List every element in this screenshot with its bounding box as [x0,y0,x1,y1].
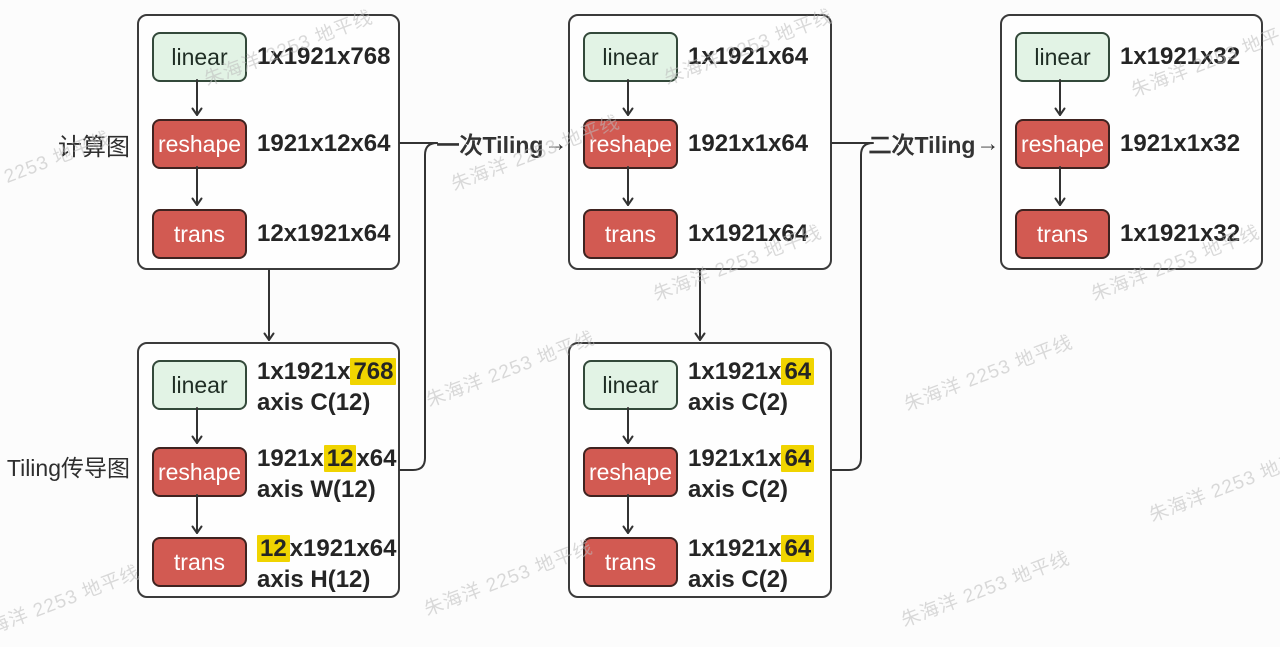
op-node-reshape: reshape [152,447,247,497]
compute-graph-box-first-tiling: linear 1x1921x64 reshape 1921x1x64 trans… [568,14,832,270]
first-tiling-text: 一次Tiling [436,132,544,158]
second-tiling-connector-label: 二次Tiling→ [868,129,1000,159]
watermark: 朱海洋 2253 地平线 [1146,443,1280,527]
tensor-shape-text: 1921x12x64 [257,130,391,157]
op-node-linear: linear [1015,32,1110,82]
tiling-graph-label: Tiling传导图 [6,455,130,481]
op-node-linear: linear [583,360,678,410]
compute-graph-box-original: linear 1x1921x768 reshape 1921x12x64 tra… [137,14,400,270]
op-node-reshape: reshape [152,119,247,169]
tensor-shape-text: 1x1921x32 [1120,43,1241,70]
axis-line: axis W(12) [257,476,376,503]
tensor-shape-text: 1x1921x768 [257,43,391,70]
tensor-shape-text: 1921x1x64 [688,130,809,157]
watermark: 朱海洋 2253 地平线 [0,562,143,646]
axis-line: axis H(12) [257,566,371,593]
tensor-shape-text: 1x1921x32 [1120,220,1241,247]
op-node-trans: trans [152,537,247,587]
highlighted-dim: 12 [323,445,357,472]
compute-graph-box-second-tiling: linear 1x1921x32 reshape 1921x1x32 trans… [1000,14,1263,270]
axis-line: axis C(12) [257,389,371,416]
watermark: 朱海洋 2253 地平线 [901,332,1076,416]
op-node-linear: linear [152,32,247,82]
op-node-trans: trans [1015,209,1110,259]
watermark: 朱海洋 2253 地平线 [898,548,1073,632]
op-node-reshape: reshape [583,119,678,169]
diagram-canvas: { "watermark": { "text": "朱海洋 2253 地平线" … [0,6,1280,646]
op-node-trans: trans [152,209,247,259]
op-node-linear: linear [152,360,247,410]
highlighted-dim: 64 [781,535,815,562]
op-node-reshape: reshape [1015,119,1110,169]
tensor-shape-text: 1x1921x64 [688,220,809,247]
right-arrow-icon: → [544,129,568,156]
op-node-linear: linear [583,32,678,82]
tensor-shape-text: 1921x1x32 [1120,130,1241,157]
highlighted-dim: 64 [781,358,815,385]
second-tiling-text: 二次Tiling [868,132,976,158]
axis-line: axis C(2) [688,566,789,593]
right-arrow-icon: → [976,129,1000,156]
highlighted-dim: 768 [350,358,397,385]
axis-line: axis C(2) [688,476,789,503]
tensor-shape-text: 12x1921x64 [257,220,391,247]
op-node-trans: trans [583,537,678,587]
tensor-shape-text: 1x1921x64 [688,43,809,70]
highlighted-dim: 12 [257,535,290,562]
op-node-reshape: reshape [583,447,678,497]
compute-graph-label: 计算图 [58,134,130,161]
highlighted-dim: 64 [781,445,815,472]
first-tiling-connector-label: 一次Tiling→ [436,129,568,159]
op-node-trans: trans [583,209,678,259]
axis-line: axis C(2) [688,389,789,416]
